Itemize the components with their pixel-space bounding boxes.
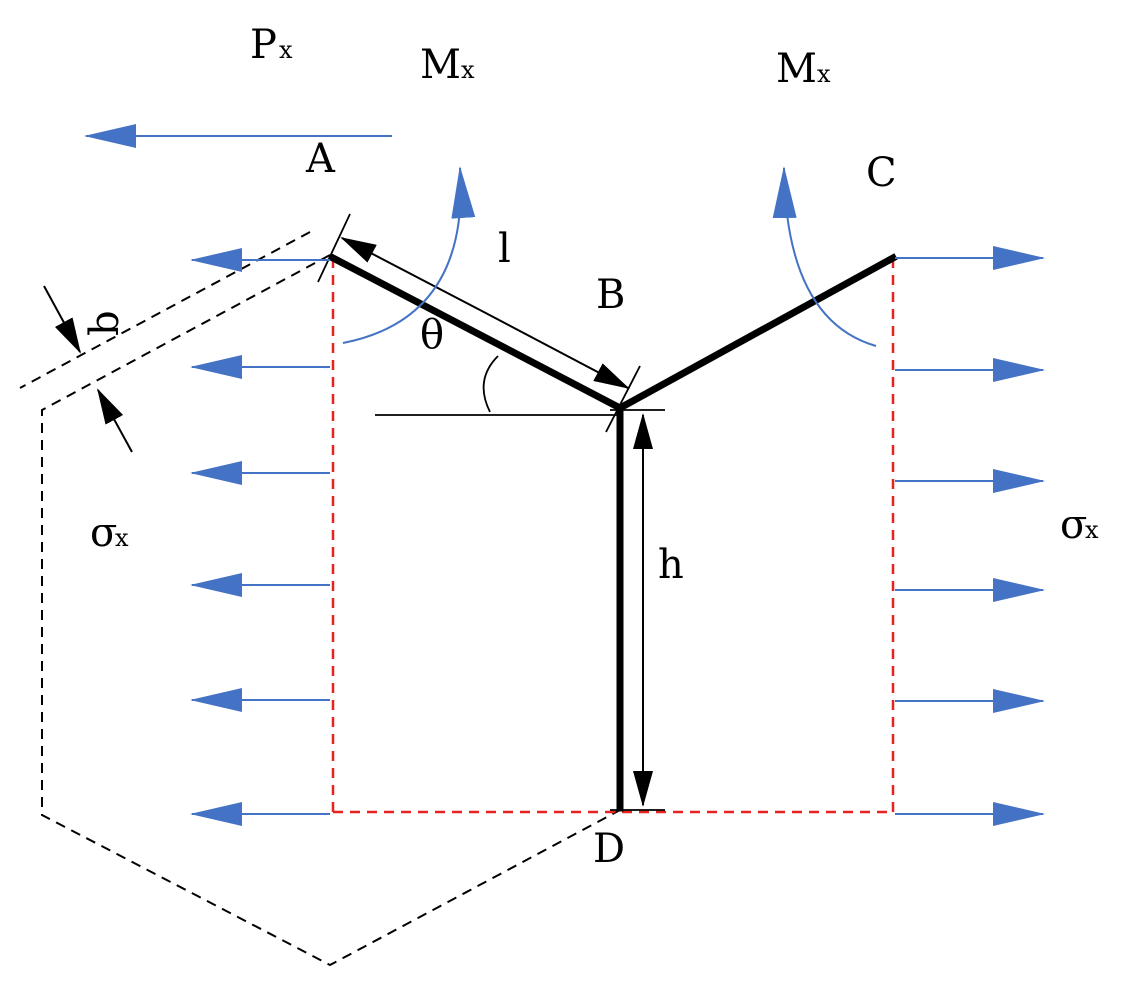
moment-arrow-right	[772, 166, 877, 347]
label-m2: M	[776, 46, 817, 92]
beams	[328, 253, 898, 812]
hexagon-outline	[41, 254, 621, 967]
label-m1: M	[420, 42, 461, 88]
stress-arrows-right	[895, 246, 1045, 826]
thickness-arrow-top	[43, 285, 81, 354]
label-sigma-left: σ	[90, 510, 117, 556]
label-a: A	[305, 136, 336, 182]
tick-b	[605, 365, 641, 433]
angle-arc	[482, 355, 499, 413]
thickness-arrow-bottom	[97, 388, 133, 453]
cell-outline	[19, 231, 621, 967]
label-b: B	[596, 272, 625, 318]
label-l: l	[498, 226, 511, 272]
beam-ab	[328, 253, 625, 413]
label-d: D	[593, 826, 625, 872]
dimension-l-arrow-b	[479, 309, 630, 389]
thickness-offset-line	[19, 231, 311, 389]
moment-arrows	[342, 166, 877, 347]
label-m1-sub: x	[461, 56, 475, 84]
label-p-sub: x	[279, 36, 293, 64]
label-h: h	[658, 542, 684, 588]
tick-a	[317, 213, 351, 283]
boundary-box	[331, 258, 895, 814]
stress-arrows-left	[190, 248, 330, 826]
dimension-arrows	[43, 237, 653, 807]
label-b-thickness: b	[82, 310, 128, 336]
label-m2-sub: x	[817, 60, 831, 88]
label-theta: θ	[420, 312, 444, 358]
label-c: C	[866, 150, 897, 196]
label-sigma-left-sub: x	[115, 524, 129, 552]
label-sigma-right-sub: x	[1085, 516, 1099, 544]
dimension-ticks	[317, 213, 665, 811]
moment-arrow-left	[342, 166, 476, 344]
label-p: P	[250, 22, 277, 68]
label-sigma-right: σ	[1060, 502, 1087, 548]
dimension-l-arrow-a	[340, 237, 481, 311]
beam-bc	[615, 253, 898, 413]
